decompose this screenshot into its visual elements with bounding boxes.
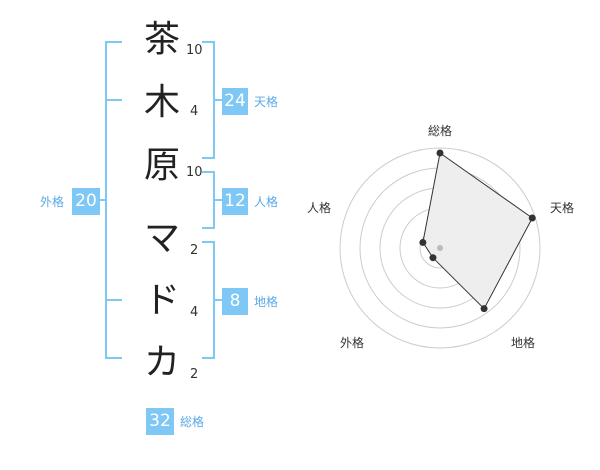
radar-points xyxy=(419,149,536,313)
name-char-6: カ xyxy=(143,342,180,383)
jinkaku-value: 12 xyxy=(222,188,248,215)
name-char-3: 原 xyxy=(143,145,180,186)
radar-center xyxy=(437,245,443,251)
gaikaku-value: 20 xyxy=(72,188,100,215)
tenkaku-value: 24 xyxy=(222,88,248,115)
stroke-count-5: 4 xyxy=(190,305,199,320)
name-char-5: ド xyxy=(143,280,180,321)
gaikaku-label: 外格 xyxy=(40,195,65,209)
radar-label-soukaku: 総格 xyxy=(428,124,453,138)
soukaku-value: 32 xyxy=(146,408,174,435)
radar-label-gaikaku: 外格 xyxy=(340,336,365,350)
chikaku-label: 地格 xyxy=(254,295,279,309)
stroke-count-1: 10 xyxy=(186,43,203,58)
chikaku-bracket xyxy=(202,241,222,359)
stroke-count-3: 10 xyxy=(186,165,203,180)
radar-label-chikaku: 地格 xyxy=(511,336,536,350)
soukaku-label: 総格 xyxy=(180,415,205,429)
tenkaku-bracket xyxy=(202,41,222,159)
radar-point-2 xyxy=(528,214,536,222)
name-char-1: 茶 xyxy=(143,19,180,60)
tenkaku-label: 天格 xyxy=(254,95,279,109)
radar-point-3 xyxy=(480,305,488,313)
radar-point-5 xyxy=(419,238,427,246)
name-char-2: 木 xyxy=(143,82,180,123)
stroke-count-6: 2 xyxy=(190,367,199,382)
radar-ring-1 xyxy=(339,147,541,349)
jinkaku-bracket xyxy=(202,171,222,229)
chikaku-value: 8 xyxy=(222,288,248,315)
gaikaku-bracket xyxy=(100,41,122,359)
radar-label-jinkaku: 人格 xyxy=(307,201,332,215)
radar-point-4 xyxy=(429,254,437,262)
radar-polygon xyxy=(422,152,533,310)
jinkaku-label: 人格 xyxy=(254,195,279,209)
stroke-count-4: 2 xyxy=(190,243,199,258)
name-char-4: マ xyxy=(143,218,180,259)
radar-label-tenkaku: 天格 xyxy=(550,201,575,215)
stroke-count-2: 4 xyxy=(190,104,199,119)
radar-point-1 xyxy=(436,149,444,157)
